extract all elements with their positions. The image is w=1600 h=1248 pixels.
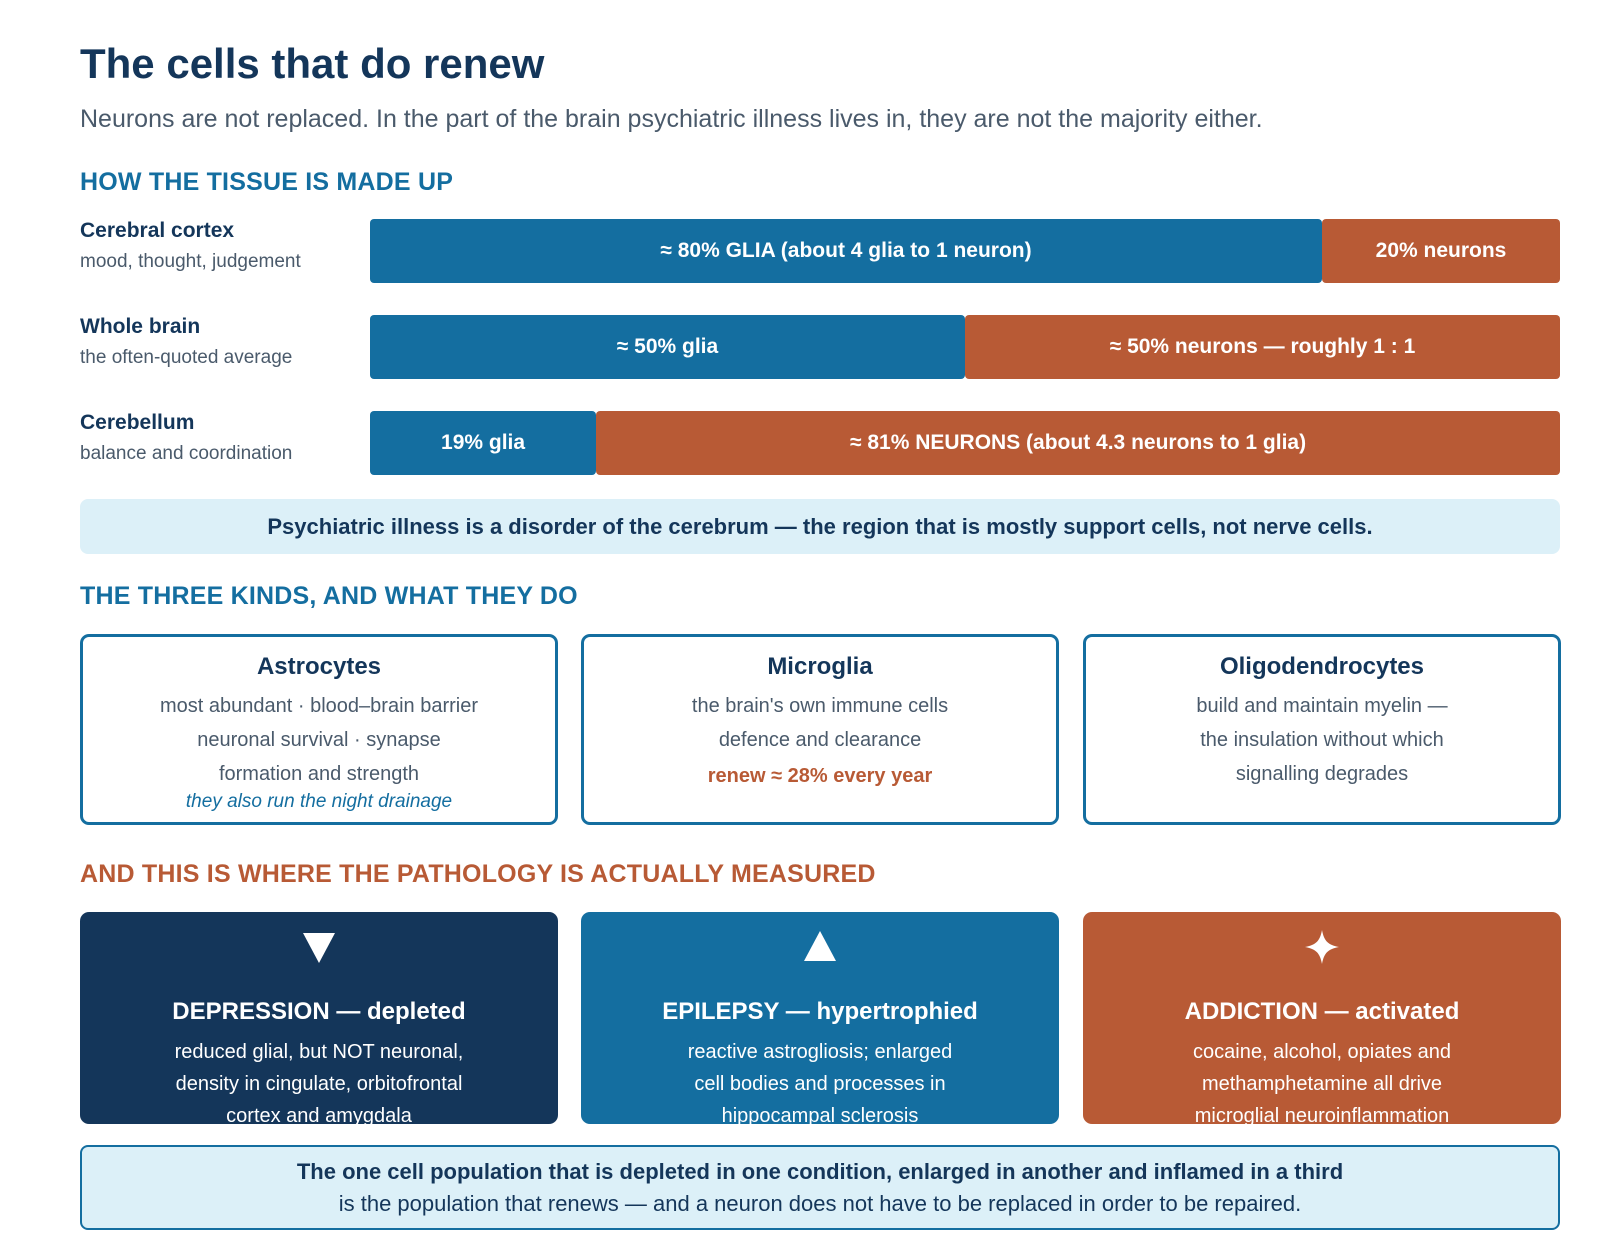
card-note: they also run the night drainage bbox=[185, 791, 453, 812]
card-heading: ADDICTION — activated bbox=[1184, 998, 1460, 1025]
row-desc: the often-quoted average bbox=[80, 347, 293, 368]
page-subtitle: Neurons are not replaced. In the part of… bbox=[80, 105, 1263, 133]
card-line: microglial neuroinflammation bbox=[1194, 1105, 1450, 1127]
row-label-whole-brain: Whole brain the often-quoted average bbox=[80, 315, 292, 369]
row-label-cortex: Cerebral cortex mood, thought, judgement bbox=[80, 219, 301, 273]
card-line: formation and strength bbox=[218, 763, 420, 785]
glia-segment: ≈ 50% glia bbox=[370, 315, 965, 379]
card-epilepsy: EPILEPSY — hypertrophied reactive astrog… bbox=[581, 912, 1059, 1127]
row-desc: balance and coordination bbox=[80, 443, 293, 464]
conclusion-callout: The one cell population that is depleted… bbox=[80, 1145, 1560, 1230]
row-name: Cerebral cortex bbox=[80, 219, 235, 242]
row-desc: mood, thought, judgement bbox=[80, 251, 301, 272]
section-heading-composition: HOW THE TISSUE IS MADE UP bbox=[80, 168, 454, 196]
triangle-down-icon bbox=[80, 926, 558, 968]
card-microglia: Microglia the brain's own immune cells d… bbox=[581, 634, 1059, 825]
card-line: reactive astrogliosis; enlarged bbox=[687, 1041, 953, 1063]
card-heading: EPILEPSY — hypertrophied bbox=[662, 998, 978, 1025]
neuron-segment: ≈ 81% NEURONS (about 4.3 neurons to 1 gl… bbox=[596, 411, 1560, 475]
card-line: neuronal survival · synapse bbox=[197, 729, 441, 751]
card-title: Oligodendrocytes bbox=[1219, 653, 1425, 680]
composition-bar-whole-brain: ≈ 50% glia ≈ 50% neurons — roughly 1 : 1 bbox=[370, 315, 1560, 379]
card-line: signalling degrades bbox=[1235, 763, 1409, 785]
card-line: most abundant · blood–brain barrier bbox=[160, 695, 478, 717]
card-line: build and maintain myelin — bbox=[1196, 695, 1448, 717]
card-line: cortex and amygdala bbox=[226, 1105, 412, 1127]
glia-segment: 19% glia bbox=[370, 411, 597, 475]
card-oligodendrocytes: Oligodendrocytes build and maintain myel… bbox=[1083, 634, 1561, 825]
triangle-up-icon bbox=[581, 926, 1059, 968]
conclusion-line-1: The one cell population that is depleted… bbox=[296, 1158, 1344, 1184]
row-name: Cerebellum bbox=[80, 411, 195, 434]
card-title: Astrocytes bbox=[256, 653, 382, 680]
section-heading-kinds: THE THREE KINDS, AND WHAT THEY DO bbox=[80, 582, 578, 610]
sparkle-icon bbox=[1083, 926, 1561, 968]
section-heading-pathology: AND THIS IS WHERE THE PATHOLOGY IS ACTUA… bbox=[80, 860, 876, 888]
card-line: cocaine, alcohol, opiates and bbox=[1193, 1041, 1451, 1063]
card-title: Microglia bbox=[767, 653, 873, 680]
cerebrum-callout: Psychiatric illness is a disorder of the… bbox=[80, 499, 1560, 554]
card-line: the insulation without which bbox=[1200, 729, 1444, 751]
glia-segment: ≈ 80% GLIA (about 4 glia to 1 neuron) bbox=[370, 219, 1322, 283]
card-astrocytes: Astrocytes most abundant · blood–brain b… bbox=[80, 634, 558, 825]
row-label-cerebellum: Cerebellum balance and coordination bbox=[80, 411, 292, 465]
neuron-segment: ≈ 50% neurons — roughly 1 : 1 bbox=[965, 315, 1560, 379]
renewal-rate: renew ≈ 28% every year bbox=[707, 765, 933, 787]
card-line: hippocampal sclerosis bbox=[721, 1105, 919, 1127]
card-line: the brain's own immune cells bbox=[691, 695, 949, 717]
card-line: reduced glial, but NOT neuronal, bbox=[174, 1041, 464, 1063]
page-title: The cells that do renew bbox=[80, 40, 545, 87]
composition-bar-cortex: ≈ 80% GLIA (about 4 glia to 1 neuron) 20… bbox=[370, 219, 1560, 283]
neuron-segment: 20% neurons bbox=[1322, 219, 1560, 283]
conclusion-line-2: is the population that renews — and a ne… bbox=[338, 1190, 1302, 1216]
card-line: cell bodies and processes in bbox=[694, 1073, 946, 1095]
row-name: Whole brain bbox=[80, 315, 201, 338]
card-line: density in cingulate, orbitofrontal bbox=[175, 1073, 463, 1095]
card-heading: DEPRESSION — depleted bbox=[172, 998, 466, 1025]
card-depression: DEPRESSION — depleted reduced glial, but… bbox=[80, 912, 558, 1127]
card-line: methamphetamine all drive bbox=[1201, 1073, 1443, 1095]
card-line: defence and clearance bbox=[718, 729, 922, 751]
composition-bar-cerebellum: 19% glia ≈ 81% NEURONS (about 4.3 neuron… bbox=[370, 411, 1560, 475]
card-addiction: ADDICTION — activated cocaine, alcohol, … bbox=[1083, 912, 1561, 1127]
